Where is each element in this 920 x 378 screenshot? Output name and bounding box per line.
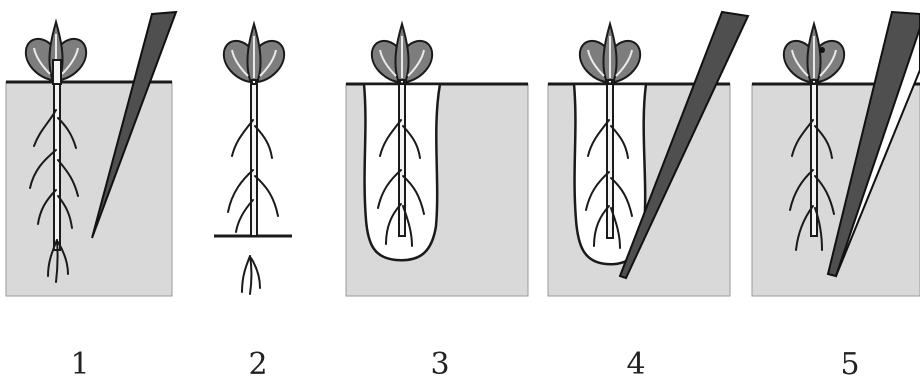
step-2-panel: 2 xyxy=(214,24,292,378)
step-4-panel: 4 xyxy=(548,12,748,378)
step-1-panel: 1 xyxy=(6,12,176,378)
step-label: 3 xyxy=(430,347,449,378)
seedling xyxy=(224,24,284,236)
step-label: 4 xyxy=(626,347,645,378)
step-label: 1 xyxy=(70,347,89,378)
step-label: 2 xyxy=(248,347,267,378)
cut-root-tip xyxy=(242,256,260,294)
step-label: 5 xyxy=(840,347,859,378)
step-5-panel: 5 xyxy=(752,12,920,378)
step-3-panel: 3 xyxy=(346,24,528,378)
soil-block xyxy=(6,82,172,296)
